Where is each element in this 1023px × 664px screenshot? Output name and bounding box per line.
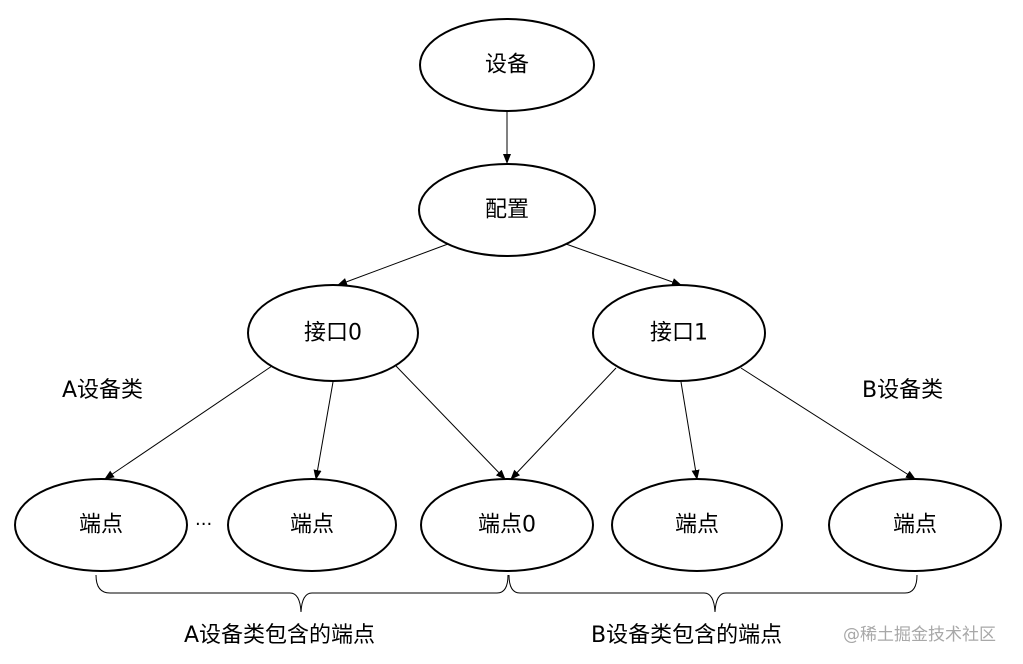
node-device-label: 设备 [485, 53, 529, 78]
ellipsis-label: ··· [195, 514, 212, 535]
node-config: 配置 [418, 163, 596, 257]
node-endpoint-a1-label: 端点 [79, 513, 123, 538]
watermark: @稀土掘金技术社区 [843, 625, 996, 645]
node-config-label: 配置 [485, 198, 529, 223]
node-device: 设备 [419, 18, 595, 112]
brace-a-endpoints [95, 574, 509, 613]
node-endpoint0-label: 端点0 [478, 513, 536, 538]
brace-b-endpoints [508, 574, 918, 613]
node-interface1-label: 接口1 [650, 321, 708, 346]
node-interface0-label: 接口0 [304, 321, 362, 346]
class-a-label: A设备类 [62, 378, 143, 403]
class-b-label: B设备类 [862, 378, 943, 403]
edge-interface0-endpoint0 [395, 365, 506, 480]
edge-config-interface0 [337, 243, 449, 286]
node-endpoint-b1: 端点 [611, 478, 783, 572]
node-endpoint-b2: 端点 [828, 478, 1002, 572]
node-interface1: 接口1 [592, 284, 766, 382]
edge-config-interface1 [565, 243, 682, 286]
node-endpoint0: 端点0 [420, 478, 594, 572]
edges [104, 111, 916, 480]
node-endpoint-a2-label: 端点 [290, 513, 334, 538]
group-a-endpoints-label: A设备类包含的端点 [184, 623, 375, 648]
node-endpoint-b2-label: 端点 [893, 513, 937, 538]
edge-interface0-endpoint-a2 [313, 381, 334, 480]
edge-interface1-endpoint0 [510, 367, 617, 480]
node-endpoint-b1-label: 端点 [675, 513, 719, 538]
edge-interface1-endpoint-b2 [740, 367, 916, 480]
node-endpoint-a1: 端点 [14, 478, 188, 572]
node-interface0: 接口0 [247, 284, 419, 382]
edge-interface0-endpoint-a1 [104, 365, 273, 480]
group-b-endpoints-label: B设备类包含的端点 [591, 623, 782, 648]
node-endpoint-a2: 端点 [227, 478, 397, 572]
edge-interface1-endpoint-b1 [680, 381, 700, 480]
